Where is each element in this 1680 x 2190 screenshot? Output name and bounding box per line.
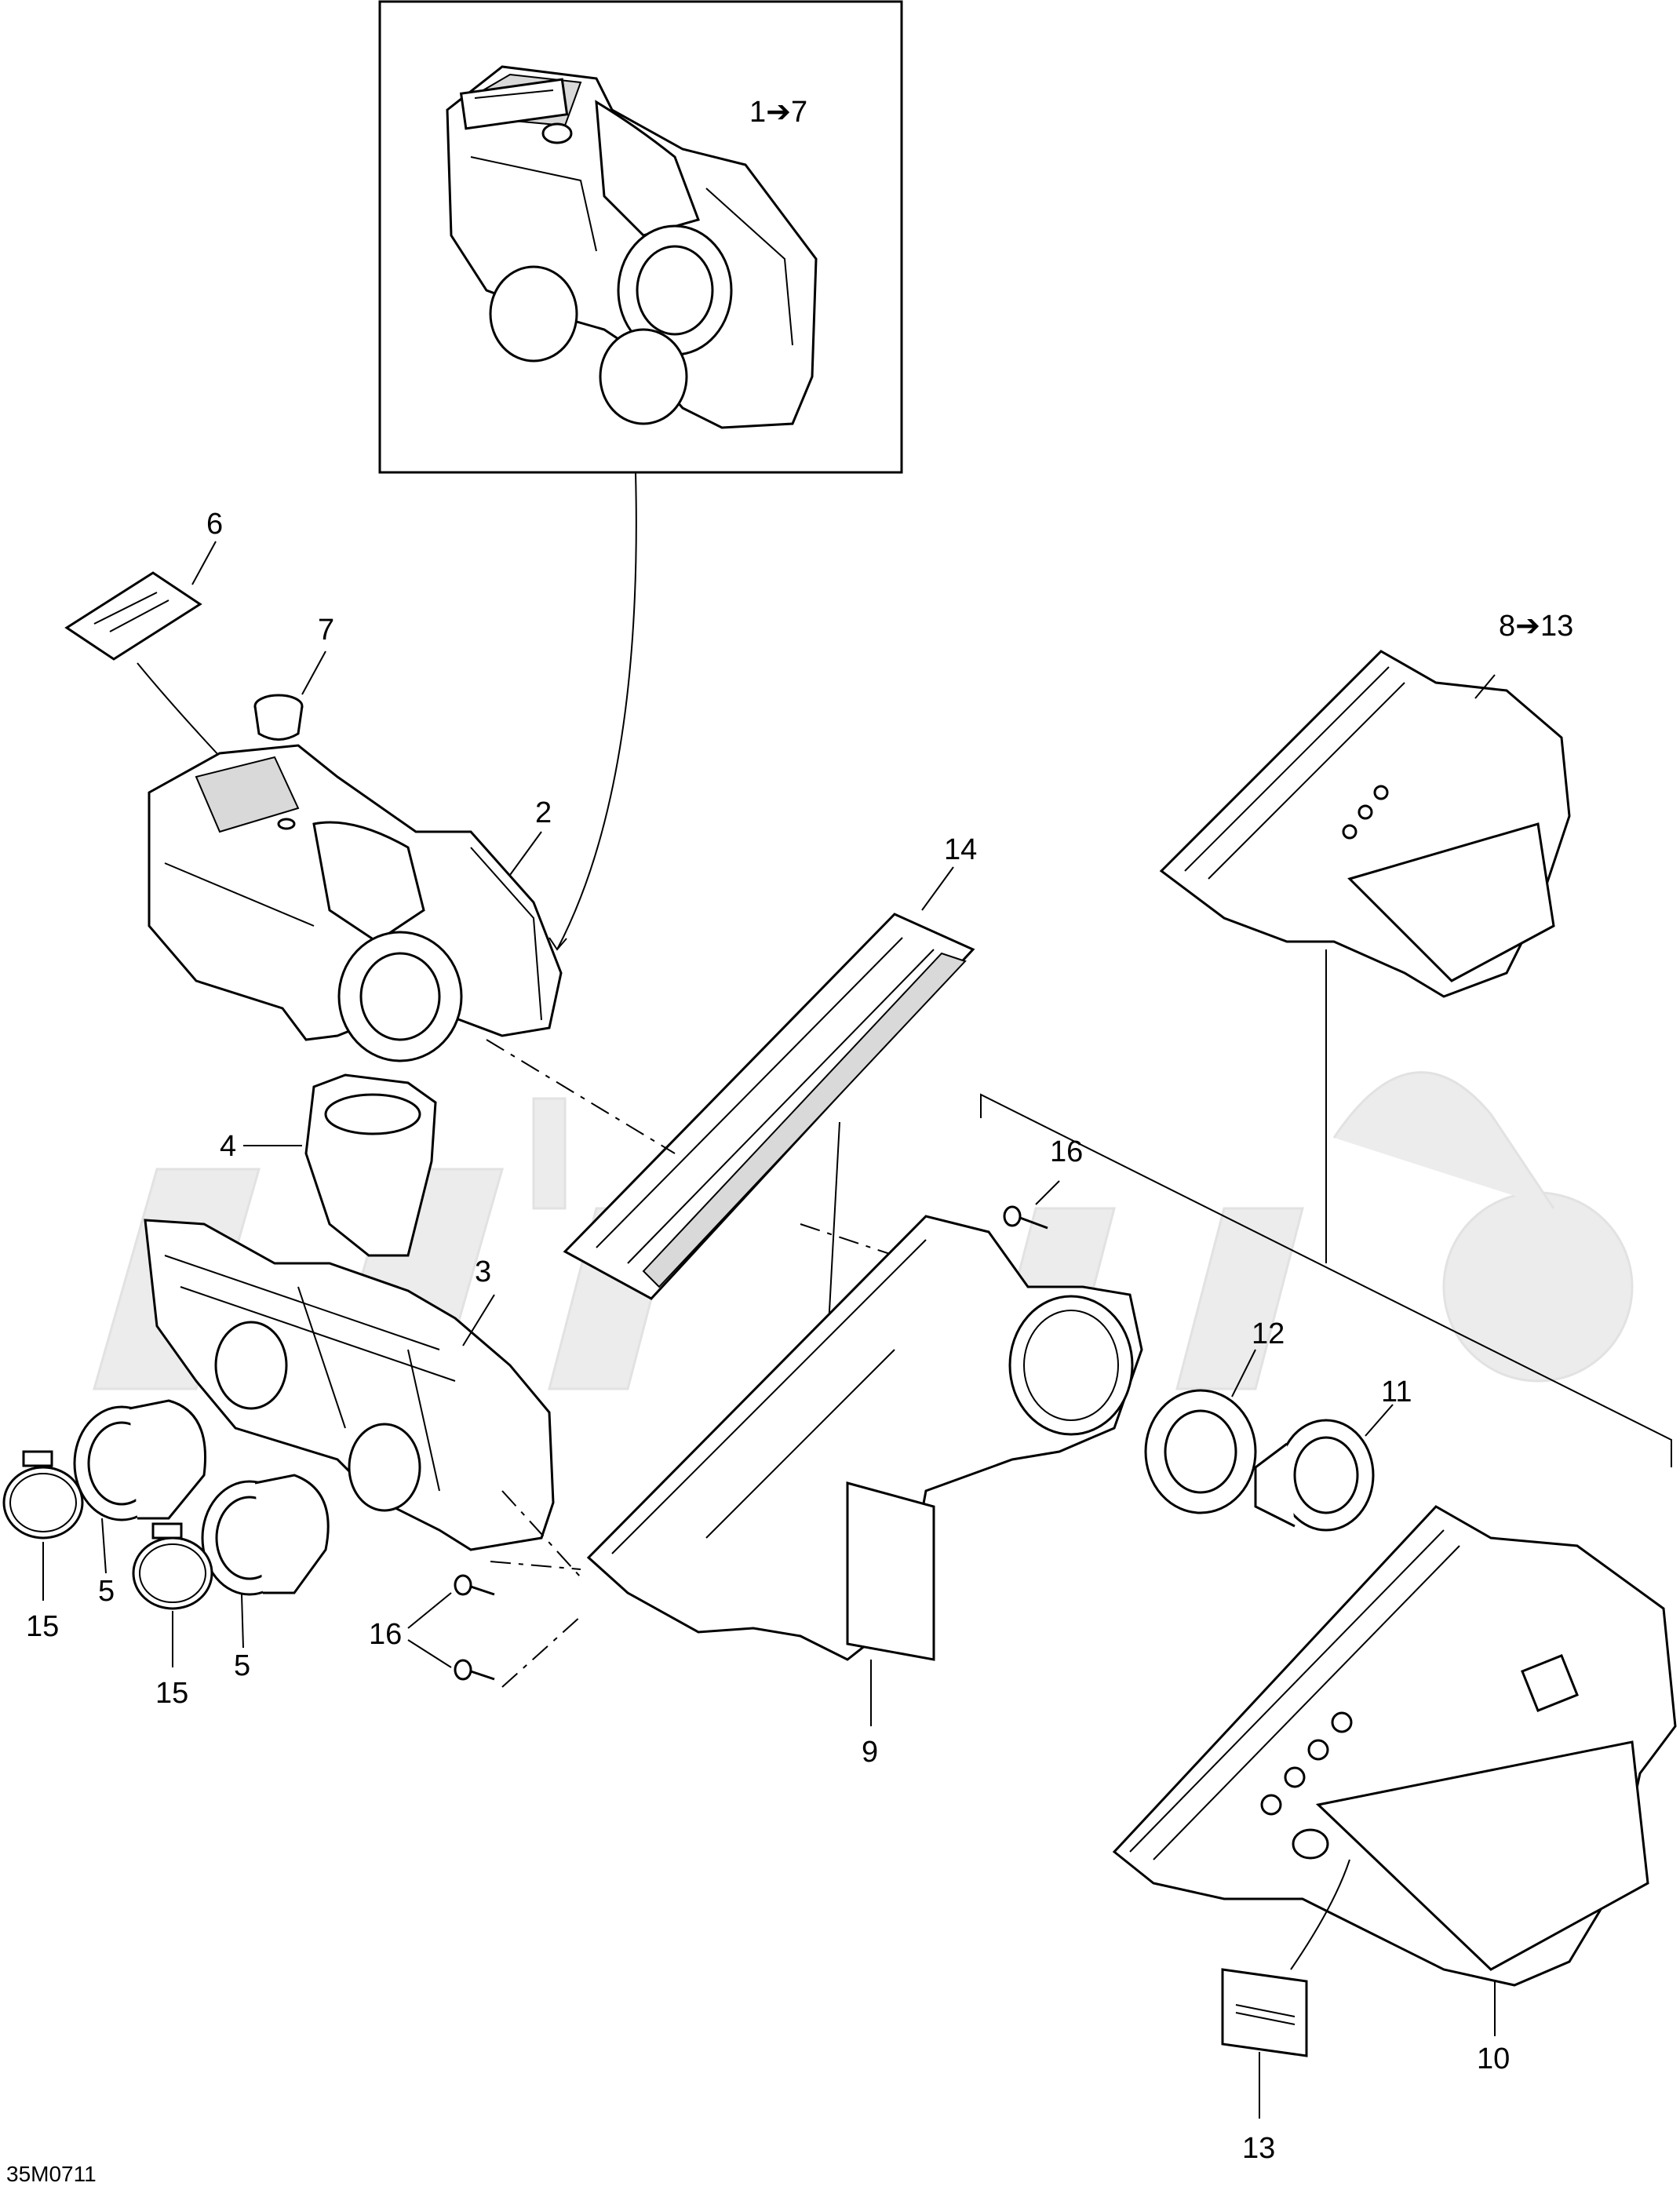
part-16-screw-a	[1003, 1205, 1048, 1230]
part-4-boot	[304, 1073, 437, 1257]
part-13-arrow	[1290, 1859, 1350, 1970]
inset-assembly-drawing	[446, 65, 818, 429]
part-14-filter	[563, 913, 975, 1300]
callout-13: 13	[1242, 2132, 1275, 2165]
part-16-screw-c	[454, 1659, 495, 1681]
assembly-bracket	[980, 1093, 1672, 1467]
callout-5a: 5	[98, 1575, 115, 1608]
part-5-boot-a	[73, 1399, 207, 1521]
inset-frame	[378, 0, 903, 474]
callout-4: 4	[220, 1130, 236, 1163]
callout-8-13: 8➔13	[1499, 610, 1573, 643]
part-3-lower-housing	[144, 1219, 555, 1551]
part-2-upper-housing	[148, 744, 563, 1062]
part-16-screw-b	[454, 1574, 495, 1596]
callout-2: 2	[535, 796, 552, 829]
assembly-8-13-drawing	[1159, 650, 1571, 998]
callout-1-7: 1➔7	[749, 96, 807, 129]
part-6-label	[64, 571, 202, 661]
part-11-adapter	[1254, 1419, 1375, 1532]
callout-16a: 16	[1050, 1135, 1083, 1168]
callout-15b: 15	[155, 1677, 188, 1710]
callout-16b: 16	[369, 1618, 402, 1651]
callout-10: 10	[1477, 2042, 1510, 2075]
inset-to-part-2-arrow	[556, 472, 637, 950]
callout-6: 6	[206, 508, 223, 541]
part-5-boot-b	[201, 1474, 330, 1596]
callout-14: 14	[944, 833, 977, 866]
callout-12: 12	[1252, 1317, 1285, 1350]
part-9-intake-duct	[586, 1215, 1143, 1661]
part-6-arrow	[137, 662, 232, 770]
drawing-code: 35M0711	[6, 2162, 97, 2186]
callout-15a: 15	[26, 1610, 59, 1643]
part-12-seal	[1144, 1389, 1257, 1514]
callout-3: 3	[475, 1255, 491, 1288]
part-15-clamp-a	[2, 1450, 84, 1540]
callout-11: 11	[1381, 1376, 1412, 1408]
part-15-clamp-b	[132, 1522, 213, 1610]
part-7-grommet	[253, 694, 304, 741]
part-10-air-box	[1112, 1505, 1677, 1987]
callout-5b: 5	[234, 1649, 250, 1682]
callout-7: 7	[318, 614, 334, 647]
part-13-label	[1221, 1968, 1308, 2057]
callout-9: 9	[862, 1736, 878, 1769]
